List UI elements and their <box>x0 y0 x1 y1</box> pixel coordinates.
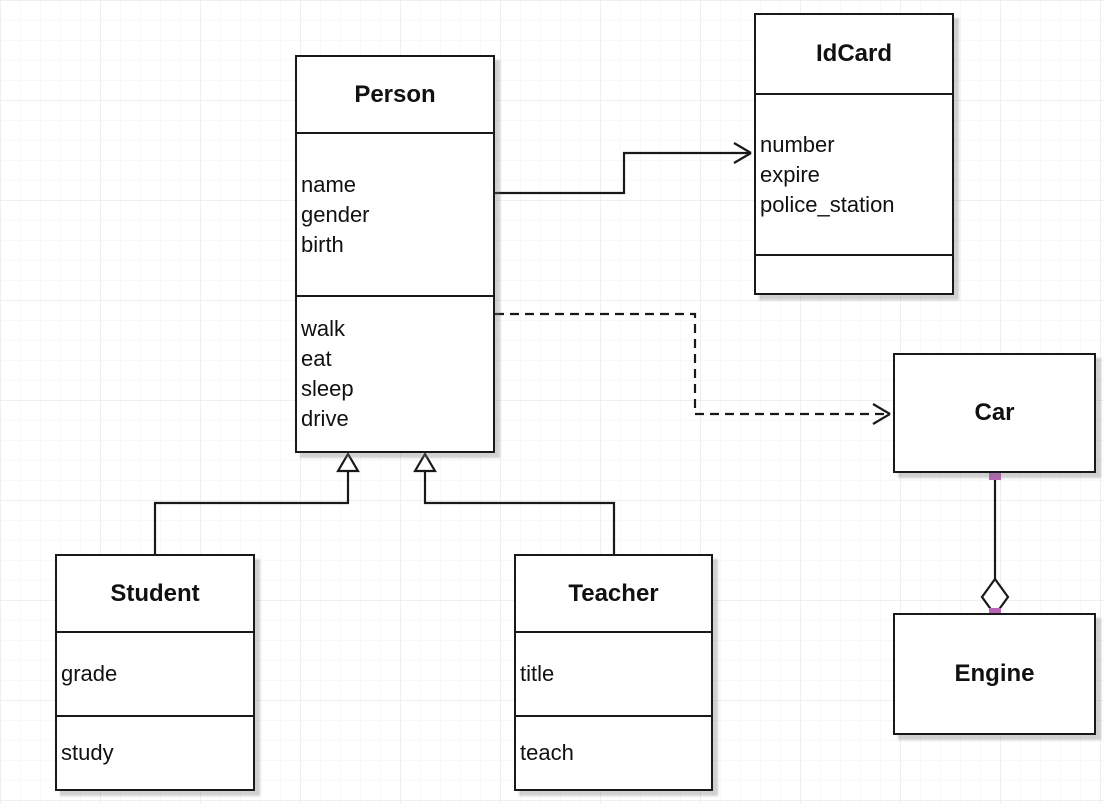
methods-section: study <box>57 715 253 789</box>
attributes-section: name gender birth <box>297 132 493 295</box>
class-title: Person <box>354 80 436 108</box>
class-title: Teacher <box>568 579 659 607</box>
connector-person-car-dependency[interactable] <box>495 312 891 425</box>
class-title: Car <box>974 399 1015 426</box>
class-box-car[interactable]: Car <box>893 353 1096 473</box>
methods-section: walk eat sleep drive <box>297 295 493 451</box>
attribute-row: police_station <box>760 191 895 217</box>
connector-teacher-person-generalization[interactable] <box>413 451 616 554</box>
class-title: IdCard <box>815 40 892 67</box>
class-box-engine[interactable]: Engine <box>893 613 1096 735</box>
attribute-row: grade <box>61 661 118 686</box>
hollow-triangle-arrow <box>413 451 437 473</box>
attributes-section: number expire police_station <box>756 93 952 254</box>
method-row: walk <box>301 316 346 341</box>
attribute-row: gender <box>301 201 370 227</box>
hollow-triangle-arrow <box>336 451 360 473</box>
connector-car-engine-aggregation[interactable] <box>980 468 1010 620</box>
methods-section-empty <box>756 254 952 293</box>
attribute-row: birth <box>301 231 344 257</box>
connector-person-idcard-association[interactable] <box>495 142 752 195</box>
attributes-section: grade <box>57 631 253 715</box>
class-title: Engine <box>954 660 1035 687</box>
method-row: sleep <box>301 376 354 401</box>
attribute-row: expire <box>760 161 820 187</box>
attributes-section: title <box>516 631 711 715</box>
class-box-teacher[interactable]: Teacher title teach <box>514 554 713 791</box>
attribute-row: name <box>301 171 357 197</box>
class-box-person[interactable]: Person name gender birth walk eat sleep … <box>295 55 495 453</box>
class-box-student[interactable]: Student grade study <box>55 554 255 791</box>
connector-student-person-generalization[interactable] <box>153 451 360 554</box>
method-row: study <box>61 740 114 765</box>
method-row: drive <box>301 406 349 431</box>
class-title: Student <box>110 579 200 607</box>
method-row: eat <box>301 346 332 371</box>
attribute-row: number <box>760 131 835 157</box>
class-box-idcard[interactable]: IdCard number expire police_station <box>754 13 954 295</box>
methods-section: teach <box>516 715 711 789</box>
method-row: teach <box>520 740 574 765</box>
attribute-row: title <box>520 661 555 686</box>
